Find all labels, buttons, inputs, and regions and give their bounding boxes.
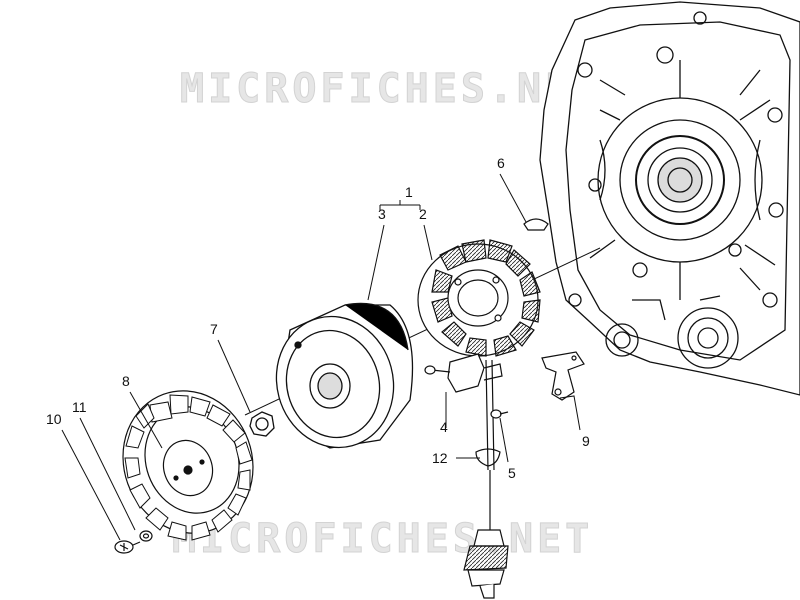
screw-part [114, 540, 141, 554]
callout-11: 11 [72, 399, 87, 415]
callout-10: 10 [46, 411, 62, 427]
callout-12: 12 [432, 450, 448, 466]
crankcase-housing [539, 1, 800, 396]
leader-lines [61, 173, 581, 541]
callout-9: 9 [582, 433, 590, 449]
bracket-part [541, 351, 585, 401]
flywheel-nut-part [249, 411, 275, 437]
watermark-top: MICROFICHES.NET [179, 66, 602, 113]
washer-part [139, 530, 153, 542]
callout-5: 5 [508, 465, 516, 481]
callout-2: 2 [419, 206, 427, 222]
callout-3: 3 [378, 206, 386, 222]
callout-8: 8 [122, 373, 130, 389]
woodruff-key-part [523, 218, 549, 231]
callout-7: 7 [210, 321, 218, 337]
pickup-and-wiring-part [424, 353, 509, 599]
callout-1: 1 [405, 184, 413, 200]
stator-part [417, 239, 541, 357]
flywheel-rotor-part [275, 302, 414, 449]
callout-4: 4 [440, 419, 448, 435]
watermark-bottom: MICROFICHES.NET [171, 516, 594, 563]
cooling-fan-part [122, 390, 254, 541]
callout-6: 6 [497, 155, 505, 171]
